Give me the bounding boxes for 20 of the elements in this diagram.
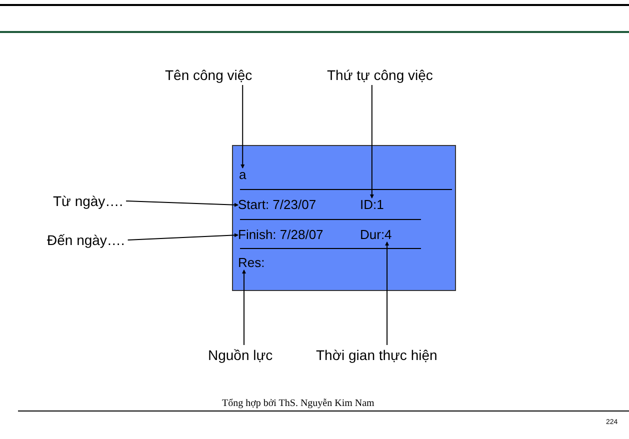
task-box: [232, 145, 456, 291]
callout-label: Nguồn lực: [208, 347, 273, 363]
callout-label: Tên công việc: [165, 67, 252, 83]
leader-line: [126, 200, 238, 207]
leader-line: [385, 242, 390, 346]
callout-label: Đến ngày….: [47, 232, 125, 248]
callout-label: Từ ngày….: [53, 193, 124, 209]
field-text: a: [239, 168, 246, 182]
leader-line: [240, 84, 245, 168]
field-text: Start: 7/23/07: [238, 198, 316, 212]
footer-text: Tổng hợp bởi ThS. Nguyễn Kim Nam: [222, 398, 374, 409]
leader-line: [127, 233, 238, 240]
field-text: Finish: 7/28/07: [238, 228, 324, 242]
callout-label: Thời gian thực hiện: [316, 347, 438, 363]
callout-label: Thứ tự công việc: [327, 67, 433, 83]
field-text: ID:1: [360, 198, 384, 212]
field-text: Dur:4: [360, 228, 392, 242]
leader-line: [370, 84, 374, 198]
leader-line: [242, 270, 246, 346]
field-text: Res:: [238, 256, 265, 270]
